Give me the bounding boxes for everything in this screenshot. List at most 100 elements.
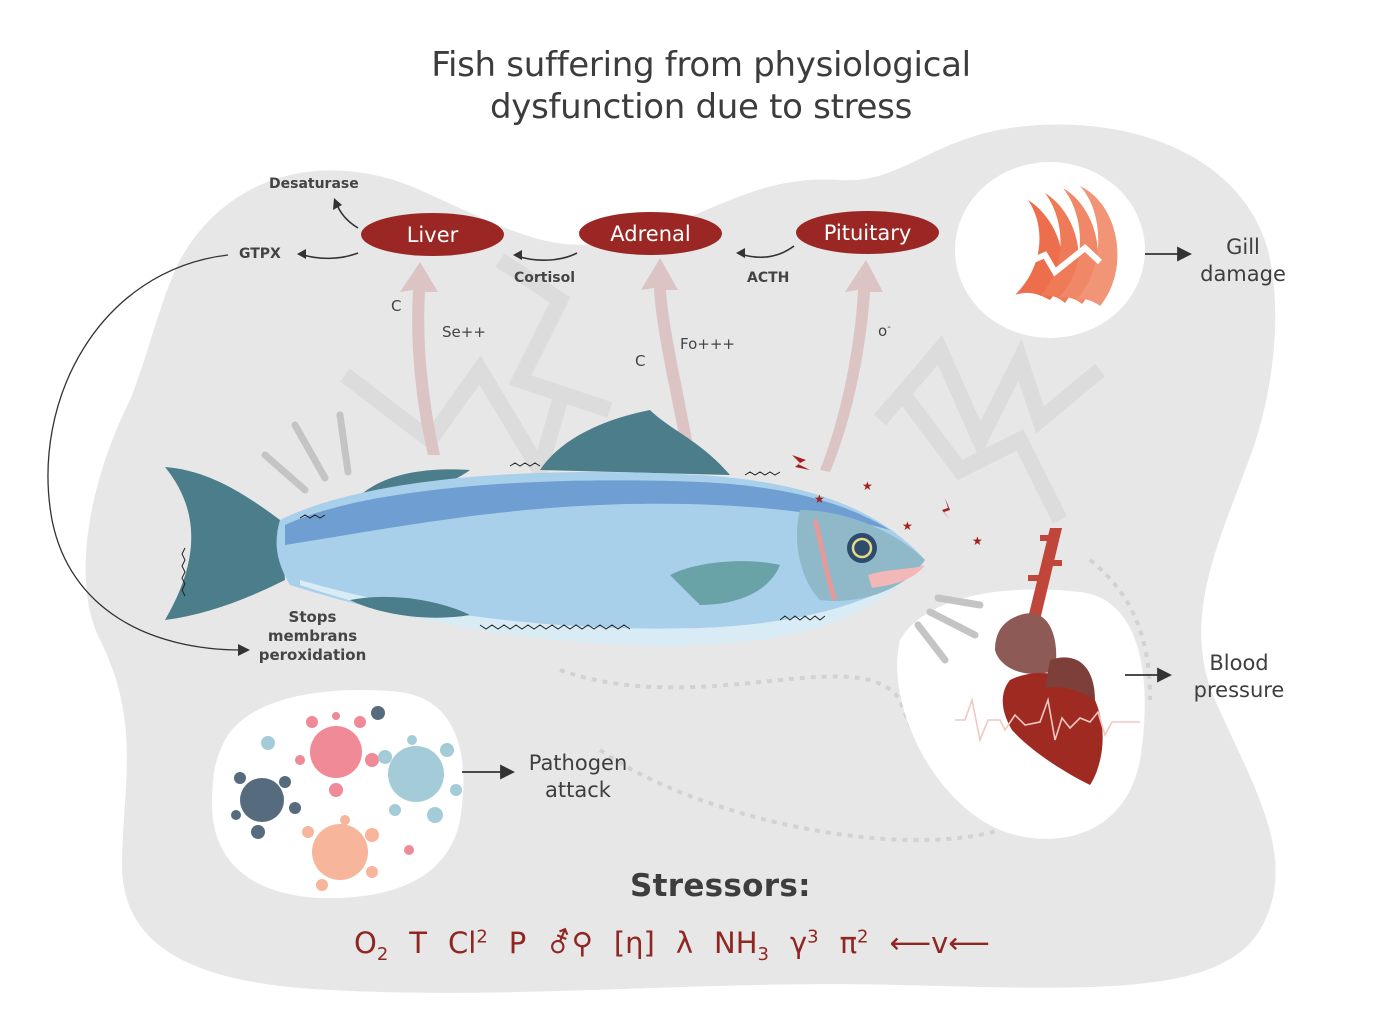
stressor-item: O2 — [354, 926, 388, 965]
organ-label: Adrenal — [610, 221, 691, 246]
lightning-icons — [792, 455, 950, 520]
label-adrenal-c: C — [635, 352, 646, 370]
star-icon: ★ — [902, 519, 913, 533]
stressor-symbol: ⟵v⟵ — [889, 926, 990, 960]
effect-arrows — [462, 246, 1193, 780]
label-adrenal-fo: Fo+++ — [680, 335, 735, 353]
stress-zigzag-lines — [340, 253, 1106, 524]
effect-blood-pressure: Blood pressure — [1183, 650, 1295, 704]
organ-adrenal: Adrenal — [579, 212, 722, 255]
label-cortisol: Cortisol — [514, 270, 576, 286]
organ-pituitary: Pituitary — [796, 211, 939, 254]
fish-gill-line — [812, 519, 838, 601]
star-icon: ★ — [814, 492, 825, 506]
virus-icon — [261, 736, 275, 750]
note-stops-peroxidation: Stops membrans peroxidation — [255, 608, 370, 665]
stressor-item: Cl2 — [448, 926, 488, 960]
fish-eye — [847, 533, 877, 563]
arrow-to-pituitary — [820, 260, 883, 472]
stress-burst-strokes — [261, 411, 984, 664]
hormone-arrows — [400, 258, 883, 472]
effect-line: Gill — [1226, 235, 1260, 259]
effect-line: attack — [545, 778, 611, 802]
stressor-item: ⟵v⟵ — [890, 926, 990, 960]
stressor-item: λ — [676, 926, 693, 960]
stressor-symbol: T — [409, 926, 427, 960]
stressor-symbol: [η] — [613, 926, 655, 960]
label-o: o — [878, 322, 888, 340]
label-acth: ACTH — [747, 270, 790, 286]
virus-icon — [295, 712, 379, 797]
lightning-icon — [792, 455, 810, 470]
effect-line: damage — [1200, 262, 1286, 286]
virus-icon — [404, 845, 414, 855]
stressor-symbol: P — [508, 926, 527, 960]
label-gtpx: GTPX — [239, 246, 281, 262]
fish-anal-fin — [350, 596, 470, 618]
gtpx-feedback-arrow — [47, 254, 243, 651]
arrowhead — [238, 644, 250, 656]
stressor-symbol: ⚦⚲ — [547, 926, 593, 960]
heart-icon — [955, 528, 1140, 785]
title-line-2: dysfunction due to stress — [489, 87, 913, 127]
page-title: Fish suffering from physiological dysfun… — [0, 44, 1379, 128]
gill-icon — [1013, 186, 1118, 306]
effect-pathogen-attack: Pathogen attack — [518, 750, 638, 804]
organ-label: Pituitary — [823, 220, 912, 245]
fish-back-stripe — [285, 480, 890, 545]
stressor-item: P — [509, 926, 527, 960]
stressor-superscript: 2 — [476, 926, 488, 948]
stressor-symbol: Cl — [448, 926, 477, 960]
label-liver-c: C — [391, 297, 402, 315]
label-desaturase: Desaturase — [269, 176, 359, 192]
stressor-superscript: 2 — [857, 926, 869, 948]
star-icon: ★ — [972, 534, 983, 548]
arrow-to-liver — [400, 262, 440, 455]
effect-line: Pathogen — [528, 751, 628, 775]
fish-pectoral-fin — [670, 561, 780, 605]
title-line-1: Fish suffering from physiological — [431, 45, 971, 85]
note-line: peroxidation — [258, 646, 367, 664]
fish-belly — [300, 580, 905, 646]
dashed-connectors — [559, 558, 1152, 843]
pathway-arrowheads — [297, 198, 745, 260]
stressor-item: NH3 — [714, 926, 769, 965]
virus-icon — [378, 735, 462, 823]
virus-icon — [302, 815, 379, 891]
squiggle-lines — [181, 462, 826, 630]
stressor-item: π2 — [840, 926, 869, 960]
stressor-symbol: λ — [675, 926, 693, 960]
stressor-subscript: 3 — [757, 943, 769, 965]
star-icon: ★ — [862, 479, 873, 493]
fish-mouth — [868, 565, 925, 588]
virus-icons — [231, 706, 462, 891]
star-icons: ★ ★ ★ ★ — [814, 479, 983, 548]
effect-gill-damage: Gill damage — [1193, 234, 1293, 288]
stressor-item: T — [409, 926, 427, 960]
effect-line: pressure — [1193, 678, 1285, 702]
fish-tail — [165, 467, 285, 620]
stressor-subscript: 2 — [376, 943, 389, 965]
stressor-symbol: γ — [789, 926, 808, 960]
note-line: Stops — [288, 608, 337, 626]
virus-icon — [231, 772, 301, 839]
label-o-sup: - — [887, 322, 891, 333]
stressors-title: Stressors: — [630, 868, 811, 904]
arrow-to-adrenal — [641, 258, 692, 440]
fish-illustration — [165, 410, 925, 646]
stressor-item: γ3 — [790, 926, 819, 960]
lightning-icon — [942, 498, 950, 520]
stressor-symbol: NH — [714, 926, 758, 960]
organ-liver: Liver — [361, 213, 504, 256]
organ-label: Liver — [406, 222, 459, 247]
label-liver-se: Se++ — [442, 323, 486, 341]
stressor-superscript: 3 — [807, 926, 819, 948]
label-pituitary-o: o- — [878, 322, 891, 340]
stressor-item: ⚦⚲ — [547, 926, 593, 960]
effect-line: Blood — [1209, 651, 1269, 675]
fish-dorsal-fin — [540, 410, 730, 475]
stressor-symbol: π — [839, 926, 858, 960]
virus-icon — [371, 706, 385, 720]
